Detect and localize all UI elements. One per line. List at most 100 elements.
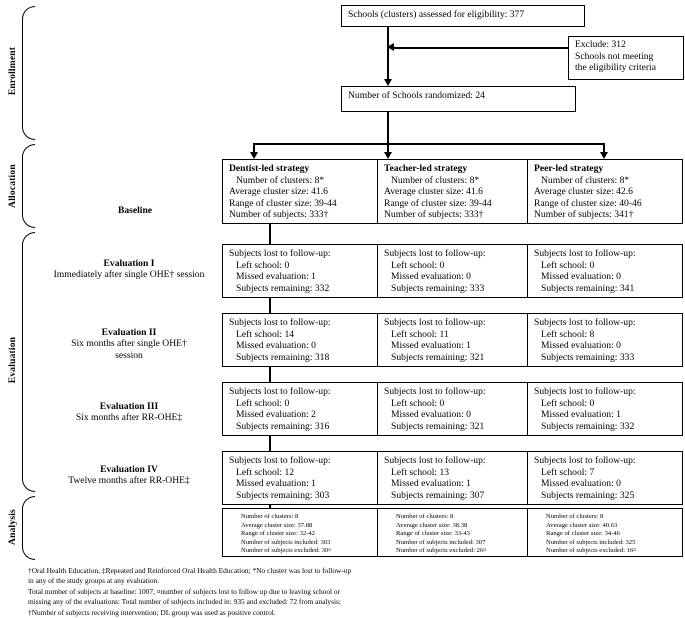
arm2-eval2-remaining: Subjects remaining: 321 — [391, 351, 485, 363]
arm3-analysis-included: Number of subjects included: 325 — [546, 538, 636, 546]
row-label-evaluation-4: Evaluation IV Twelve months after RR-OHE… — [40, 464, 218, 487]
arm1-eval1-left-school: Left school: 0 — [236, 259, 290, 271]
arrow-exclude — [387, 43, 394, 51]
arm1-eval3-missed: Missed evaluation: 2 — [236, 409, 316, 421]
arm2-analysis-clusters: Number of clusters: 8 — [396, 513, 454, 520]
arm1-name: Dentist-led strategy — [229, 163, 310, 174]
eval1-title: Evaluation I — [103, 258, 155, 269]
randomized-text: Number of Schools randomized: 24 — [348, 90, 485, 101]
connector-exclude-to-trunk — [394, 47, 569, 49]
arm1-analysis-clusters: Number of clusters: 8 — [241, 513, 299, 520]
arm3-analysis-excluded: Number of subjects excluded: 16¤ — [546, 547, 637, 555]
arm1-eval2-missed: Missed evaluation: 0 — [236, 340, 316, 352]
arm3-baseline-range: Range of cluster size: 40-46 — [534, 197, 642, 209]
exclude-reason-line1: Schools not meeting — [575, 50, 654, 62]
assessed-text: Schools (clusters) assessed for eligibil… — [348, 9, 525, 20]
arm1-eval1-remaining: Subjects remaining: 332 — [236, 282, 330, 294]
arm3-eval3-left-school: Left school: 0 — [541, 397, 595, 409]
arm1-baseline-range: Range of cluster size: 39-44 — [229, 197, 337, 209]
arm1-eval2-header: Subjects lost to follow-up: — [229, 317, 331, 328]
bracket-analysis — [22, 496, 35, 560]
arm2-eval4-left-school: Left school: 13 — [391, 466, 450, 478]
box-arm2-baseline: Teacher-led strategy Number of clusters:… — [377, 159, 533, 224]
arm2-baseline-average: Average cluster size: 41.6 — [384, 186, 483, 198]
arm1-eval3-remaining: Subjects remaining: 316 — [236, 420, 330, 432]
eval4-title: Evaluation IV — [100, 464, 158, 475]
arm3-eval1-left-school: Left school: 0 — [541, 259, 595, 271]
arm2-eval2-missed: Missed evaluation: 1 — [391, 340, 471, 352]
arrow-arm3 — [599, 152, 608, 159]
connector-randomized-down — [387, 112, 389, 144]
arm2-analysis-excluded: Number of subjects excluded: 26¤ — [396, 547, 487, 555]
connector-arm1-eval1-to-eval2 — [269, 298, 271, 313]
baseline-title: Baseline — [117, 205, 153, 216]
box-arm1-eval4: Subjects lost to follow-up: Left school:… — [222, 451, 378, 505]
connector-branch-horizontal — [253, 143, 603, 145]
eval3-title: Evaluation III — [99, 401, 159, 412]
exclude-count: Exclude: 312 — [575, 39, 626, 50]
bracket-evaluation — [22, 232, 35, 492]
box-arm1-eval3: Subjects lost to follow-up: Left school:… — [222, 382, 378, 436]
box-arm1-baseline: Dentist-led strategy Number of clusters:… — [222, 159, 378, 224]
arrow-arm1 — [249, 152, 258, 159]
connector-arm1-baseline-to-eval1 — [269, 224, 271, 244]
arm3-baseline-subjects: Number of subjects: 341† — [534, 209, 634, 221]
arm2-baseline-subjects: Number of subjects: 333† — [384, 209, 484, 221]
arm2-eval4-remaining: Subjects remaining: 307 — [391, 489, 485, 501]
arm1-eval2-left-school: Left school: 14 — [236, 328, 295, 340]
arm2-eval2-left-school: Left school: 11 — [391, 328, 449, 340]
eval2-subtitle: Six months after single OHE† — [71, 338, 187, 350]
eval4-subtitle: Twelve months after RR-OHE‡ — [68, 475, 190, 487]
box-arm2-eval4: Subjects lost to follow-up: Left school:… — [377, 451, 533, 505]
bracket-allocation — [22, 144, 35, 228]
arm2-eval1-missed: Missed evaluation: 0 — [391, 271, 471, 283]
arm3-eval3-missed: Missed evaluation: 1 — [541, 409, 621, 421]
connector-branch-arm1 — [253, 143, 255, 155]
box-arm1-eval2: Subjects lost to follow-up: Left school:… — [222, 313, 378, 367]
arm3-analysis-range: Range of cluster size: 34-46 — [546, 530, 620, 538]
arm3-baseline-average: Average cluster size: 42.6 — [534, 186, 633, 198]
arm1-eval3-left-school: Left school: 0 — [236, 397, 290, 409]
row-label-evaluation-3: Evaluation III Six months after RR-OHE‡ — [45, 401, 213, 424]
arm1-baseline-subjects: Number of subjects: 333† — [229, 209, 329, 221]
box-arm1-analysis: Number of clusters: 8 Average cluster si… — [222, 508, 378, 557]
arm3-eval1-missed: Missed evaluation: 0 — [541, 271, 621, 283]
arm2-eval2-header: Subjects lost to follow-up: — [384, 317, 486, 328]
footnote-line-2: in any of the study groups at any evalua… — [28, 576, 160, 586]
box-arm3-eval4: Subjects lost to follow-up: Left school:… — [527, 451, 683, 505]
arm1-eval4-header: Subjects lost to follow-up: — [229, 455, 331, 466]
arrow-to-randomized — [383, 79, 392, 86]
arm2-eval4-missed: Missed evaluation: 1 — [391, 478, 471, 490]
footnote-line-1: †Oral Health Education, ‡Repeated and Re… — [28, 566, 352, 575]
arm2-analysis-average: Average cluster size: 38.38 — [396, 521, 468, 529]
footnote-line-4: missing any of the evaluations: Total nu… — [28, 597, 341, 607]
box-arm2-analysis: Number of clusters: 8 Average cluster si… — [377, 508, 533, 557]
box-arm3-analysis: Number of clusters: 8 Average cluster si… — [527, 508, 683, 557]
arm2-eval3-missed: Missed evaluation: 0 — [391, 409, 471, 421]
connector-arm1-eval2-to-eval3 — [269, 367, 271, 382]
arm1-eval4-missed: Missed evaluation: 1 — [236, 478, 316, 490]
arm2-eval3-header: Subjects lost to follow-up: — [384, 386, 486, 397]
box-assessed-for-eligibility: Schools (clusters) assessed for eligibil… — [341, 5, 585, 27]
connector-branch-arm3 — [603, 143, 605, 155]
arm1-eval4-left-school: Left school: 12 — [236, 466, 295, 478]
arm2-eval4-header: Subjects lost to follow-up: — [384, 455, 486, 466]
arm1-eval1-header: Subjects lost to follow-up: — [229, 248, 331, 259]
arm3-eval2-left-school: Left school: 8 — [541, 328, 595, 340]
arm1-baseline-average: Average cluster size: 41.6 — [229, 186, 328, 198]
arm2-eval1-remaining: Subjects remaining: 333 — [391, 282, 485, 294]
arm3-analysis-clusters: Number of clusters: 8 — [546, 513, 604, 520]
footnote-line-3: Total number of subjects at baseline: 10… — [28, 586, 341, 596]
row-label-evaluation-2: Evaluation II Six months after single OH… — [45, 327, 213, 361]
arm1-analysis-range: Range of cluster size: 32-42 — [241, 530, 315, 538]
arm2-baseline-range: Range of cluster size: 39-44 — [384, 197, 492, 209]
connector-arm1-eval3-to-eval4 — [269, 436, 271, 451]
stage-label-allocation: Allocation — [8, 164, 18, 208]
box-arm2-eval2: Subjects lost to follow-up: Left school:… — [377, 313, 533, 367]
stage-label-enrollment: Enrollment — [8, 46, 18, 96]
footnote-line-5: †Number of subjects receiving interventi… — [28, 607, 276, 617]
box-arm1-eval1: Subjects lost to follow-up: Left school:… — [222, 244, 378, 298]
footnotes: †Oral Health Education, ‡Repeated and Re… — [28, 566, 448, 618]
arm1-baseline-clusters: Number of clusters: 8* — [236, 174, 325, 186]
